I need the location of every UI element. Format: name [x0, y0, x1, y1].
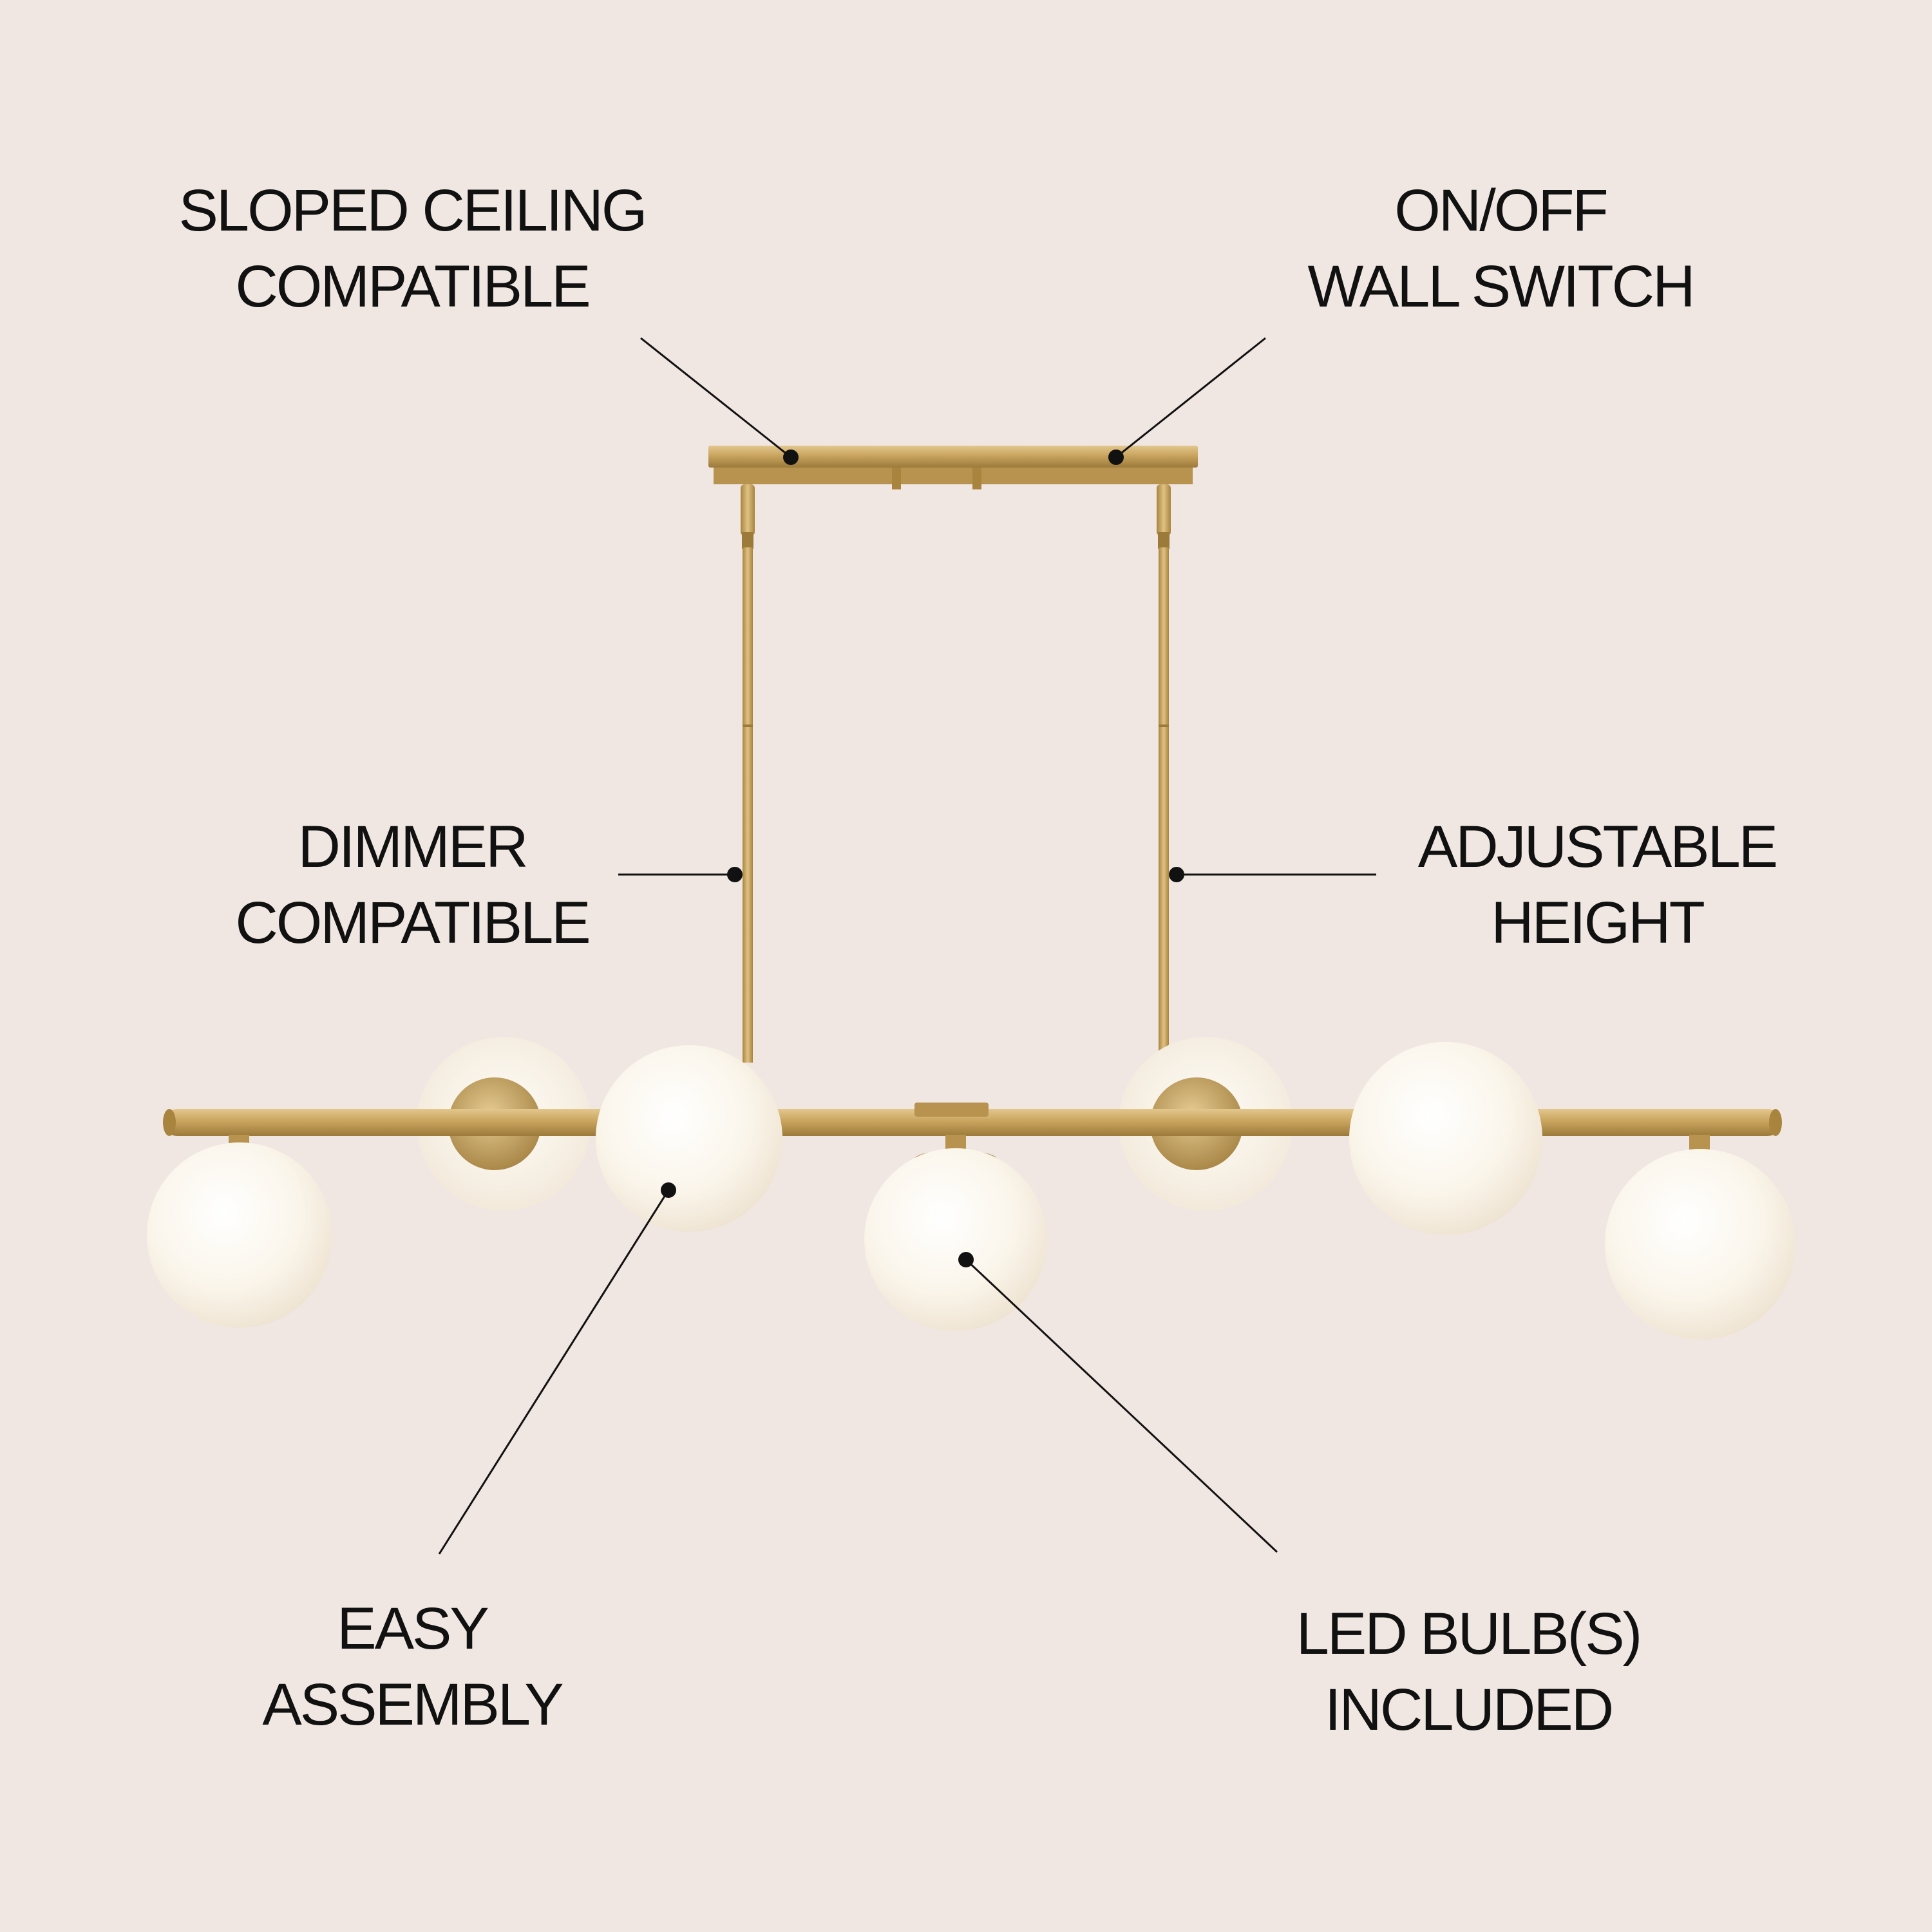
callout-on-off-switch: ON/OFF WALL SWITCH: [1243, 173, 1758, 325]
front-globes: [147, 1042, 1795, 1340]
callout-lines: [438, 337, 1376, 1555]
callout-sloped-ceiling: SLOPED CEILING COMPATIBLE: [155, 173, 670, 325]
callout-line: EASY: [337, 1596, 489, 1662]
callout-line: DIMMER: [298, 814, 528, 880]
callout-line: SLOPED CEILING: [178, 178, 648, 243]
callout-line: ASSEMBLY: [262, 1672, 564, 1738]
callout-line: COMPATIBLE: [235, 890, 591, 956]
callout-led-bulbs: LED BULB(S) INCLUDED: [1211, 1596, 1726, 1748]
callout-line: WALL SWITCH: [1307, 254, 1695, 319]
callout-adjustable-height: ADJUSTABLE HEIGHT: [1340, 809, 1855, 961]
callout-dots: [661, 450, 1184, 1267]
suspension-rods: [741, 484, 1171, 1063]
ceiling-canopy: [708, 446, 1198, 489]
callout-line: COMPATIBLE: [235, 254, 591, 319]
callout-line: INCLUDED: [1324, 1677, 1614, 1743]
callout-line: HEIGHT: [1491, 890, 1705, 956]
callout-line: LED BULB(S): [1296, 1601, 1643, 1667]
callout-line: ON/OFF: [1394, 178, 1609, 243]
callout-easy-assembly: EASY ASSEMBLY: [155, 1591, 670, 1743]
callout-line: ADJUSTABLE: [1417, 814, 1778, 880]
callout-dimmer: DIMMER COMPATIBLE: [155, 809, 670, 961]
